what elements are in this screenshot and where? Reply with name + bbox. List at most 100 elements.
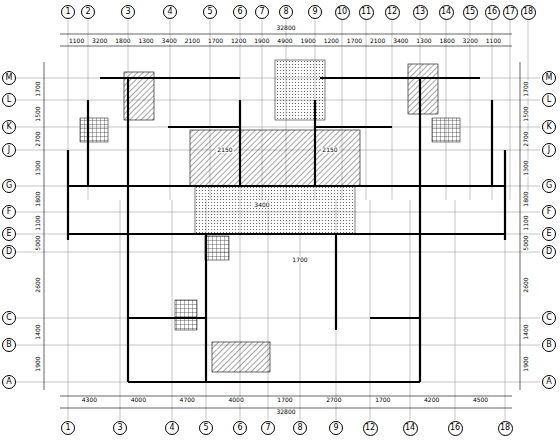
dimension-text: 2700 <box>35 130 41 147</box>
axis-label: M <box>6 74 13 82</box>
axis-line <box>392 20 393 200</box>
axis-label: 1 <box>65 8 70 16</box>
axis-bubble: 7 <box>255 5 269 19</box>
axis-label: F <box>547 208 552 216</box>
axis-bubble: L <box>542 93 556 107</box>
axis-bubble: 5 <box>203 5 217 19</box>
dimension-text: 1800 <box>35 190 41 207</box>
dimension-text: 4900 <box>276 38 293 44</box>
axis-bubble: 5 <box>199 421 213 435</box>
axis-label: C <box>546 314 552 322</box>
dimension-text: 4000 <box>130 397 147 403</box>
dimension-text: 1300 <box>415 38 432 44</box>
axis-bubble: D <box>542 245 556 259</box>
axis-bubble: 16 <box>485 5 500 20</box>
dimension-text: 1900 <box>35 355 41 372</box>
dimension-text: 2600 <box>35 276 41 293</box>
axis-bubble: K <box>542 120 556 134</box>
dimension-text: 4000 <box>227 397 244 403</box>
dimension-text: 1900 <box>523 355 529 372</box>
dimension-text: 3200 <box>462 38 479 44</box>
axis-label: 5 <box>203 424 208 432</box>
dimension-text: 1700 <box>35 80 41 97</box>
axis-line <box>170 20 171 200</box>
axis-bubble: 10 <box>335 5 350 20</box>
axis-bubble: E <box>542 227 556 241</box>
axis-bubble: B <box>542 338 556 352</box>
axis-bubble: A <box>542 375 556 389</box>
axis-label: L <box>547 96 551 104</box>
dimension-text: 4200 <box>423 397 440 403</box>
axis-label: 14 <box>405 424 415 432</box>
axis-bubble: 8 <box>293 421 307 435</box>
dimension-text: 1400 <box>35 323 41 340</box>
axis-label: 4 <box>167 8 172 16</box>
axis-bubble: 6 <box>233 421 247 435</box>
axis-bubble: 12 <box>363 421 378 436</box>
dimension-text: 1800 <box>523 190 529 207</box>
dimension-text: 1800 <box>114 38 131 44</box>
axis-bubble: 16 <box>448 421 463 436</box>
axis-label: F <box>7 208 12 216</box>
axis-label: G <box>546 182 552 190</box>
axis-label: E <box>546 230 551 238</box>
axis-bubble: F <box>542 205 556 219</box>
axis-label: 18 <box>500 424 510 432</box>
axis-label: 18 <box>523 8 533 16</box>
dimension-text: 1700 <box>276 397 293 403</box>
dimension-text: 1100 <box>68 38 85 44</box>
axis-label: 5 <box>207 8 212 16</box>
axis-bubble: D <box>2 245 16 259</box>
dimension-text: 4700 <box>179 397 196 403</box>
axis-bubble: C <box>2 311 16 325</box>
axis-label: 15 <box>465 8 475 16</box>
dimension-text: 2150 <box>216 147 233 153</box>
axis-label: 12 <box>387 8 397 16</box>
dimension-text: 1900 <box>253 38 270 44</box>
axis-label: 13 <box>415 8 425 16</box>
axis-bubble: 1 <box>61 5 75 19</box>
dimension-text: 4500 <box>472 397 489 403</box>
dimension-text: 1700 <box>346 38 363 44</box>
dimension-text: 2100 <box>184 38 201 44</box>
axis-label: 8 <box>297 424 302 432</box>
axis-label: L <box>7 96 11 104</box>
axis-label: J <box>548 146 550 154</box>
axis-bubble: 13 <box>413 5 428 20</box>
axis-bubble: G <box>542 179 556 193</box>
axis-label: 3 <box>125 8 130 16</box>
dimension-text: 5000 <box>523 234 529 251</box>
dimension-text: 2700 <box>325 397 342 403</box>
axis-bubble: 15 <box>463 5 478 20</box>
axis-label: E <box>6 230 11 238</box>
dimension-text: 2700 <box>523 130 529 147</box>
axis-label: 3 <box>117 424 122 432</box>
dimension-text: 1700 <box>523 80 529 97</box>
dimension-text: 1100 <box>35 214 41 231</box>
axis-label: 7 <box>259 8 264 16</box>
axis-bubble: 11 <box>359 5 374 20</box>
axis-label: D <box>546 248 552 256</box>
axis-bubble: 4 <box>165 421 179 435</box>
axis-label: 14 <box>441 8 451 16</box>
axis-bubble: 14 <box>403 421 418 436</box>
axis-label: 9 <box>312 8 317 16</box>
dimension-text: 1700 <box>207 38 224 44</box>
axis-bubble: A <box>2 375 16 389</box>
axis-bubble: 17 <box>503 5 518 20</box>
axis-label: 2 <box>85 8 90 16</box>
dimension-text: 2150 <box>321 147 338 153</box>
axis-line <box>16 318 540 319</box>
axis-label: A <box>6 378 11 386</box>
dimension-text: 1300 <box>35 159 41 176</box>
axis-bubble: E <box>2 227 16 241</box>
axis-line <box>16 252 540 253</box>
axis-bubble: 9 <box>308 5 322 19</box>
dimension-text: 1100 <box>485 38 502 44</box>
dimension-text: 1200 <box>323 38 340 44</box>
axis-label: G <box>6 182 12 190</box>
axis-label: 1 <box>65 424 70 432</box>
dimension-text: 1900 <box>300 38 317 44</box>
